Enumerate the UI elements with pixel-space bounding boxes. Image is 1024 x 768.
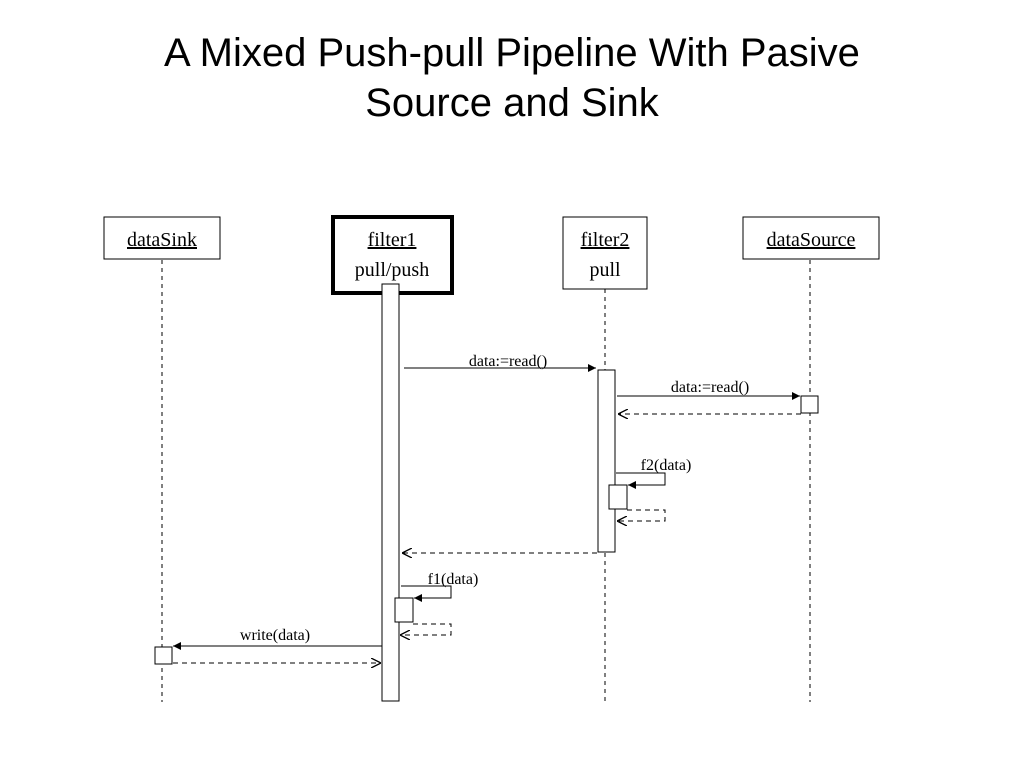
object-data-source-name: dataSource	[767, 229, 856, 251]
object-filter1-name: filter1	[368, 229, 417, 251]
object-filter1-role: pull/push	[355, 259, 429, 281]
activation-filter2-self	[608, 484, 628, 510]
object-data-sink-name: dataSink	[127, 229, 197, 251]
message-filter2-read-label: data:=read()	[671, 379, 749, 396]
object-filter2-name: filter2	[581, 229, 630, 251]
message-write-label: write(data)	[240, 627, 310, 644]
message-filter1-read-label: data:=read()	[469, 353, 547, 370]
message-f2-call-arrow	[616, 472, 666, 489]
object-data-source: dataSource	[742, 216, 880, 260]
activation-filter1-self	[394, 597, 414, 623]
object-data-sink: dataSink	[103, 216, 221, 260]
object-filter1: filter1 pull/push	[331, 215, 454, 295]
message-f1-call-arrow	[401, 585, 452, 602]
object-filter2: filter2 pull	[562, 216, 648, 290]
diagram-title: A Mixed Push-pull Pipeline With Pasive S…	[0, 28, 1024, 128]
return-f1-call-arrow	[400, 623, 452, 635]
diagram-title-line-2: Source and Sink	[365, 81, 659, 125]
object-filter2-role: pull	[589, 259, 621, 281]
activation-filter2	[597, 369, 616, 553]
message-f1-call-label: f1(data)	[428, 571, 479, 588]
message-f2-call-label: f2(data)	[641, 457, 692, 474]
return-f2-call-arrow	[617, 509, 666, 521]
diagram-title-line-1: A Mixed Push-pull Pipeline With Pasive	[164, 31, 860, 75]
activation-filter1	[381, 283, 400, 702]
activation-data-sink	[154, 646, 173, 665]
activation-data-source	[800, 395, 819, 414]
